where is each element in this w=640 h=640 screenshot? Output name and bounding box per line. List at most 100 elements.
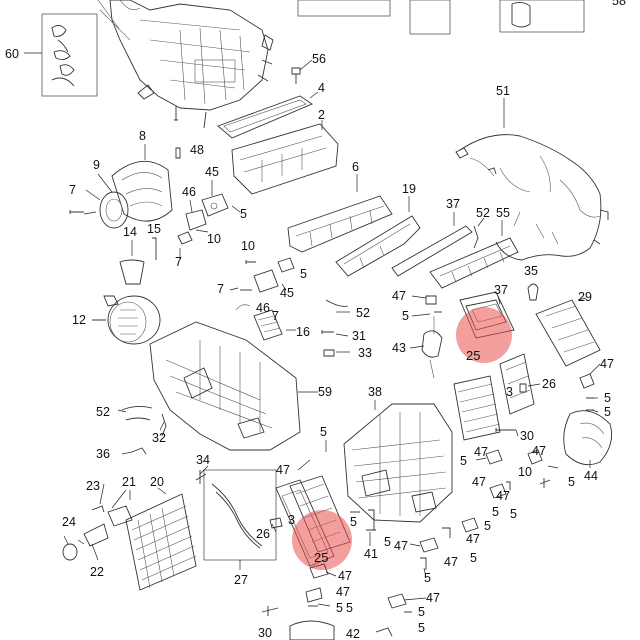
part-38-case xyxy=(343,400,453,523)
top-box-58 xyxy=(499,0,585,33)
callout-47k: 47 xyxy=(336,585,350,599)
heater-unit-assembly xyxy=(97,0,274,129)
callout-12: 12 xyxy=(72,313,86,327)
callout-35: 35 xyxy=(524,264,538,278)
callout-47l: 47 xyxy=(426,591,440,605)
callout-19: 19 xyxy=(402,182,416,196)
part-8-blower-housing xyxy=(111,144,173,222)
callout-5p: 5 xyxy=(418,605,425,619)
callout-5c: 5 xyxy=(402,309,409,323)
part-47k-clip xyxy=(305,587,323,603)
callout-47c: 47 xyxy=(532,444,546,458)
part-30b-pipe xyxy=(261,606,279,616)
part-52b-strip xyxy=(325,299,349,307)
callout-30b: 30 xyxy=(258,626,272,640)
top-box-2 xyxy=(409,0,451,35)
callout-47f: 47 xyxy=(394,539,408,553)
part-52a-strip xyxy=(473,217,485,249)
part-47j-clip xyxy=(309,563,329,579)
highlight-25-lower xyxy=(292,510,352,570)
callout-47g: 47 xyxy=(466,532,480,546)
callout-5g: 5 xyxy=(568,475,575,489)
callout-5n: 5 xyxy=(336,601,343,615)
callout-38: 38 xyxy=(368,385,382,399)
part-23-screw xyxy=(91,505,105,513)
callout-58: 58 xyxy=(612,0,626,8)
callout-47a: 47 xyxy=(392,289,406,303)
callout-5r: 5 xyxy=(492,505,499,519)
callout-5o: 5 xyxy=(346,601,353,615)
part-3a-seal xyxy=(499,353,535,415)
callout-8: 8 xyxy=(139,129,146,143)
callout-5d: 5 xyxy=(604,391,611,405)
callout-5b: 5 xyxy=(300,267,307,281)
callout-labels: 60 56 58 4 2 8 48 9 7 46 45 5 14 15 10 7… xyxy=(5,0,626,640)
highlight-25-upper xyxy=(456,307,512,363)
callout-6: 6 xyxy=(352,160,359,174)
callout-43: 43 xyxy=(392,341,406,355)
part-42-housing xyxy=(289,620,335,640)
part-47e-clip xyxy=(489,483,507,499)
part-9-ring xyxy=(97,173,129,229)
callout-5e: 5 xyxy=(604,405,611,419)
callout-45a: 45 xyxy=(205,165,219,179)
part-29-core xyxy=(535,297,601,367)
callout-5a: 5 xyxy=(240,207,247,221)
callout-44: 44 xyxy=(584,469,598,483)
part-47i-clip xyxy=(442,527,451,538)
part-41-screw xyxy=(366,509,376,531)
callout-27: 27 xyxy=(234,573,248,587)
callout-20: 20 xyxy=(150,475,164,489)
callout-23: 23 xyxy=(86,479,100,493)
part-14-link xyxy=(177,231,193,245)
part-24-cap xyxy=(62,539,85,561)
callout-7c: 7 xyxy=(217,282,224,296)
callout-7b: 7 xyxy=(175,255,182,269)
part-44-housing xyxy=(563,410,613,468)
part-45a-actuator xyxy=(201,180,229,217)
callout-5k: 5 xyxy=(424,571,431,585)
callout-32: 32 xyxy=(152,431,166,445)
callout-30a: 30 xyxy=(520,429,534,443)
part-5-screw-b xyxy=(506,481,511,490)
callout-5s: 5 xyxy=(484,519,491,533)
callout-55: 55 xyxy=(496,206,510,220)
part-26b-clip xyxy=(269,517,283,529)
callout-5q: 5 xyxy=(418,621,425,635)
part-52c-strip xyxy=(121,405,153,421)
callout-47j: 47 xyxy=(338,569,352,583)
callout-52a: 52 xyxy=(476,206,490,220)
callout-14: 14 xyxy=(123,225,137,239)
callout-25a: 25 xyxy=(466,348,480,363)
callout-5h: 5 xyxy=(320,425,327,439)
part-34-clip xyxy=(195,470,207,484)
callout-37a: 37 xyxy=(446,197,460,211)
callout-34: 34 xyxy=(196,453,210,467)
callout-51: 51 xyxy=(496,84,510,98)
part-31-screw xyxy=(321,330,334,334)
callout-60: 60 xyxy=(5,47,19,61)
part-21-bracket xyxy=(107,489,133,527)
callout-47b: 47 xyxy=(600,357,614,371)
part-20-radiator xyxy=(125,487,197,591)
callout-47e: 47 xyxy=(276,463,290,477)
part-46a-bracket xyxy=(185,199,207,231)
callout-5j: 5 xyxy=(384,535,391,549)
part-5q-clip xyxy=(375,627,393,637)
part-10b-screw xyxy=(245,260,256,264)
callout-52b: 52 xyxy=(356,306,370,320)
part-59-case xyxy=(149,321,318,451)
callout-3a: 3 xyxy=(506,385,513,399)
part-27-pipe xyxy=(203,469,277,570)
part-16-resistor xyxy=(235,304,283,341)
callout-10b: 10 xyxy=(241,239,255,253)
part-55-evaporator-housing xyxy=(429,220,519,289)
leader-lines xyxy=(63,189,601,607)
part-4-seal xyxy=(217,91,319,139)
callout-22: 22 xyxy=(90,565,104,579)
part-48-screw xyxy=(175,147,181,159)
callout-3b: 3 xyxy=(288,513,295,527)
callout-29: 29 xyxy=(578,290,592,304)
callout-45b: 45 xyxy=(280,286,294,300)
